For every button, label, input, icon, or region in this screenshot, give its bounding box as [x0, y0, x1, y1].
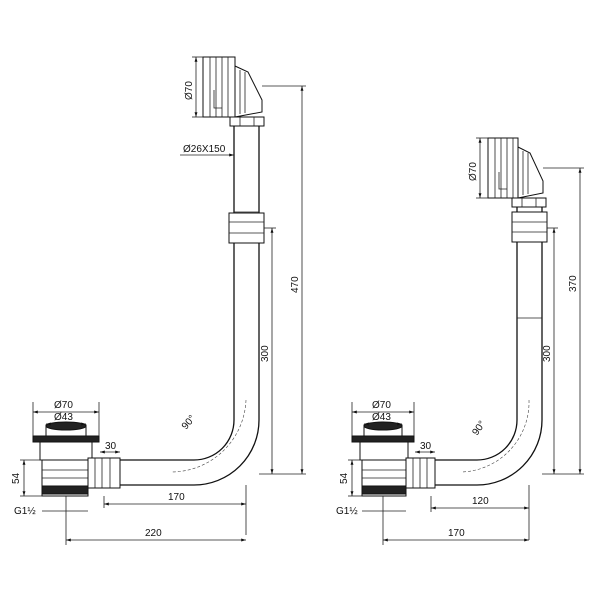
left-top-flange-diameter: Ø70 — [184, 81, 195, 100]
right-riser-pipe — [511, 207, 548, 420]
right-thread: G1½ — [336, 506, 358, 517]
left-pipe-length: 170 — [168, 492, 185, 503]
right-riser-height: 300 — [542, 345, 553, 362]
right-pipe-length: 120 — [472, 496, 489, 507]
left-assembly: Ø70 Ø26X150 90° — [11, 56, 306, 545]
right-drain-outer-diameter: Ø70 — [372, 400, 391, 411]
left-riser-height: 300 — [260, 345, 271, 362]
right-total-length: 170 — [448, 528, 465, 539]
right-overflow-head — [487, 137, 547, 208]
right-total-height: 370 — [568, 275, 579, 292]
left-total-length: 220 — [145, 528, 162, 539]
left-overflow-pipe-size: Ø26X150 — [183, 144, 226, 155]
right-drain — [351, 421, 436, 497]
left-overflow-head — [202, 56, 265, 127]
left-drain-inner-diameter: Ø43 — [54, 412, 73, 423]
right-offset: 30 — [420, 441, 432, 452]
right-top-flange-diameter: Ø70 — [468, 162, 479, 181]
right-drain-inner-diameter: Ø43 — [372, 412, 391, 423]
left-drain-height: 54 — [11, 472, 22, 484]
right-drain-height: 54 — [339, 472, 350, 484]
left-drain-outer-diameter: Ø70 — [54, 400, 73, 411]
right-bend-pipe — [434, 419, 543, 486]
right-bend-angle: 90° — [470, 419, 488, 438]
left-drain — [32, 421, 121, 497]
left-offset: 30 — [105, 441, 117, 452]
left-total-height: 470 — [290, 276, 301, 293]
left-riser-pipe — [228, 126, 265, 420]
right-assembly: Ø70 90° — [336, 137, 584, 545]
left-thread: G1½ — [14, 506, 36, 517]
left-bend-angle: 90° — [180, 413, 198, 432]
